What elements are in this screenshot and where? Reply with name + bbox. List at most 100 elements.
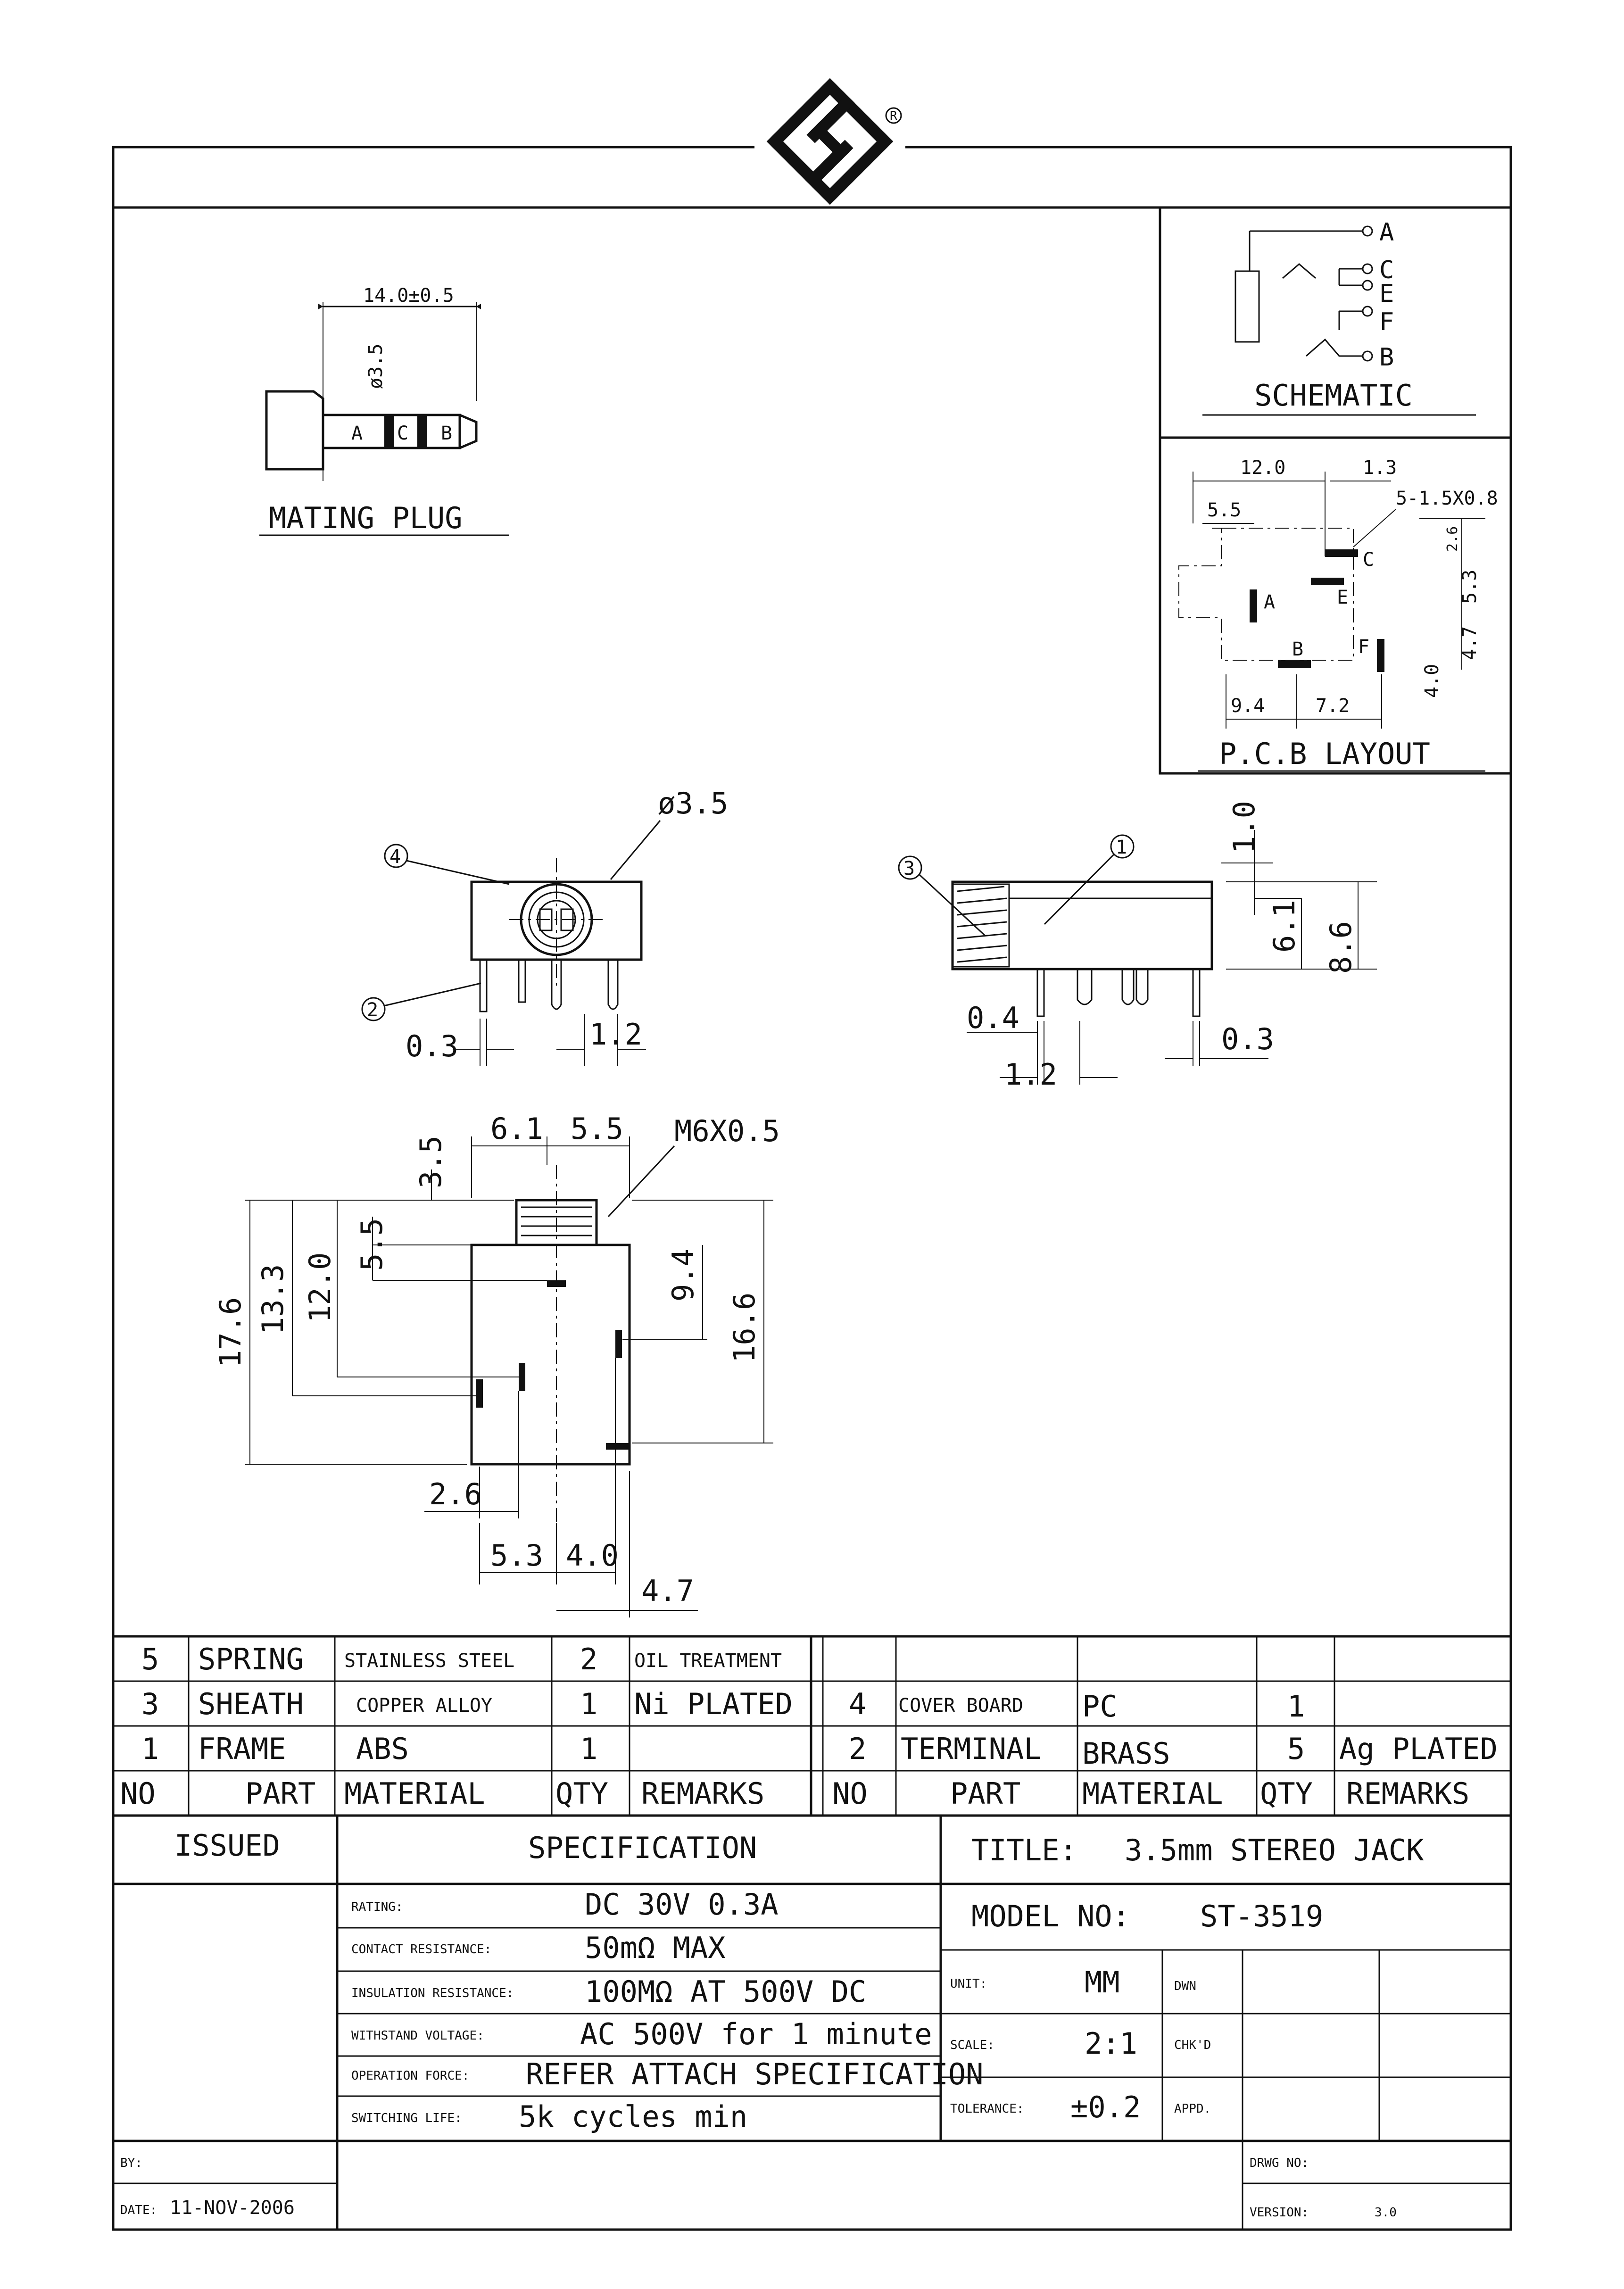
front-dim-12: 1.2 (589, 1017, 642, 1052)
bom-right-mat-1: PC (1082, 1689, 1118, 1724)
svg-text:R: R (890, 109, 897, 123)
spec-label-4: OPERATION FORCE: (351, 2069, 469, 2083)
pcb-title: P.C.B LAYOUT (1219, 737, 1430, 771)
bom-header-rem-right: REMARKS (1346, 1776, 1469, 1811)
appd-label: APPD. (1174, 2102, 1211, 2116)
schematic-pin-c: C (1379, 256, 1394, 284)
plug-length-dim: 14.0±0.5 (363, 285, 454, 307)
spec-label-3: WITHSTAND VOLTAGE: (351, 2029, 484, 2043)
spec-label-2: INSULATION RESISTANCE: (351, 1986, 514, 2000)
side-dim-12: 1.2 (1004, 1057, 1057, 1092)
bom-right-no-2: 2 (849, 1732, 866, 1766)
spec-value-0: DC 30V 0.3A (585, 1887, 779, 1922)
bom-left-part-0: SPRING (198, 1642, 304, 1676)
bom-header-rem-left: REMARKS (641, 1776, 764, 1811)
schematic-pin-e: E (1379, 280, 1394, 308)
bom-left-no-2: 1 (141, 1732, 159, 1766)
bom-right-mat-2: BRASS (1082, 1736, 1170, 1771)
pcb-dim-55: 5.5 (1207, 499, 1241, 521)
bom-header-part-right: PART (950, 1776, 1020, 1811)
side-callout-3: 3 (903, 858, 915, 879)
bottom-dim-53: 5.3 (490, 1538, 543, 1573)
bom-right-part-2: TERMINAL (901, 1732, 1042, 1766)
schematic-title: SCHEMATIC (1254, 378, 1413, 413)
bottom-view: 6.1 5.5 M6X0.5 3.5 5.5 17.6 13.3 12.0 (213, 1111, 780, 1617)
plug-title: MATING PLUG (269, 501, 463, 535)
schematic-pin-f: F (1379, 308, 1394, 336)
side-dim-10: 1.0 (1227, 801, 1261, 854)
plug-seg-b: B (441, 423, 452, 444)
date-label: DATE: (120, 2203, 157, 2217)
bom-left-rem-0: OIL TREATMENT (634, 1650, 782, 1672)
plug-seg-a: A (351, 423, 363, 444)
bom-right-rem-2: Ag PLATED (1339, 1732, 1498, 1766)
bom-header-qty-left: QTY (555, 1776, 608, 1811)
scale-label: SCALE: (950, 2038, 994, 2052)
bom-right-part-1: COVER BOARD (898, 1695, 1023, 1717)
company-logo: R (754, 78, 905, 205)
tol-value: ±0.2 (1070, 2090, 1141, 2124)
by-label: BY: (120, 2156, 142, 2170)
bom-table: 5 SPRING STAINLESS STEEL 2 OIL TREATMENT… (113, 1635, 1511, 1817)
bom-left-part-1: SHEATH (198, 1687, 304, 1721)
bom-left-qty-2: 1 (580, 1732, 597, 1766)
bom-header-part-left: PART (245, 1776, 315, 1811)
pcb-dim-94: 9.4 (1231, 695, 1265, 717)
pcb-layout-panel: 12.0 1.3 5-1.5X0.8 5.5 A B C E F 2.6 5.3… (1159, 436, 1512, 775)
title-label: TITLE: (971, 1833, 1077, 1867)
plug-diameter-dim: ø3.5 (365, 344, 387, 389)
plug-seg-c: C (397, 423, 408, 444)
side-dim-04: 0.4 (967, 1001, 1019, 1035)
front-callout-4: 4 (389, 846, 401, 868)
bom-header-mat-left: MATERIAL (344, 1776, 485, 1811)
bom-left-qty-0: 2 (580, 1642, 597, 1676)
pcb-pad-c: C (1363, 549, 1374, 571)
bom-right-qty-1: 1 (1287, 1689, 1305, 1724)
bottom-dim-35: 3.5 (414, 1136, 448, 1188)
side-dim-86: 8.6 (1324, 921, 1358, 974)
side-view: 3 1 1.0 6.1 8.6 0.4 1.2 0.3 (898, 801, 1377, 1092)
version-label: VERSION: (1250, 2206, 1309, 2220)
bottom-thread: M6X0.5 (674, 1114, 780, 1148)
bom-header-qty-right: QTY (1260, 1776, 1313, 1811)
side-callout-1: 1 (1116, 837, 1127, 858)
schematic-pin-b: B (1379, 343, 1394, 372)
schematic-pin-a: A (1379, 218, 1394, 247)
bom-left-mat-0: STAINLESS STEEL (344, 1650, 514, 1672)
specification-label: SPECIFICATION (528, 1831, 757, 1865)
spec-label-1: CONTACT RESISTANCE: (351, 1942, 491, 1957)
pcb-dim-53: 5.3 (1459, 570, 1481, 604)
drwg-label: DRWG NO: (1250, 2156, 1309, 2170)
bottom-dim-47: 4.7 (641, 1574, 694, 1608)
spec-value-1: 50mΩ MAX (585, 1931, 726, 1965)
spec-value-4: REFER ATTACH SPECIFICATION (526, 2057, 984, 2091)
pcb-pad-e: E (1337, 587, 1348, 608)
bom-header-mat-right: MATERIAL (1082, 1776, 1223, 1811)
bom-left-part-2: FRAME (198, 1732, 286, 1766)
bottom-dim-133: 13.3 (256, 1264, 290, 1335)
bom-left-no-0: 5 (141, 1642, 159, 1676)
spec-label-0: RATING: (351, 1900, 403, 1914)
spec-label-5: SWITCHING LIFE: (351, 2111, 462, 2125)
title-block: ISSUED SPECIFICATION TITLE: 3.5mm STEREO… (113, 1816, 1511, 2230)
pcb-dim-13: 1.3 (1363, 457, 1397, 479)
bom-header-no-right: NO (832, 1776, 868, 1811)
bottom-dim-26: 2.6 (429, 1477, 482, 1511)
pcb-dim-40: 4.0 (1421, 664, 1443, 698)
schematic-panel: A C E F B SCHEMATIC (1159, 206, 1512, 439)
issued-label: ISSUED (174, 1828, 280, 1863)
bottom-dim-176: 17.6 (213, 1297, 248, 1368)
dwn-label: DWN (1174, 1979, 1196, 1993)
front-dia-dim: ø3.5 (658, 786, 728, 821)
bom-left-mat-1: COPPER ALLOY (356, 1695, 492, 1717)
pcb-dim-72: 7.2 (1316, 695, 1350, 717)
bom-right-no-1: 4 (849, 1687, 866, 1721)
bottom-dim-55v: 5.5 (355, 1218, 389, 1271)
pcb-dim-12: 12.0 (1240, 457, 1285, 479)
bom-left-mat-2: ABS (356, 1732, 409, 1766)
scale-value: 2:1 (1085, 2026, 1137, 2061)
pcb-dim-47: 4.7 (1459, 626, 1481, 660)
version-value: 3.0 (1375, 2206, 1397, 2220)
front-dim-03: 0.3 (406, 1029, 458, 1063)
